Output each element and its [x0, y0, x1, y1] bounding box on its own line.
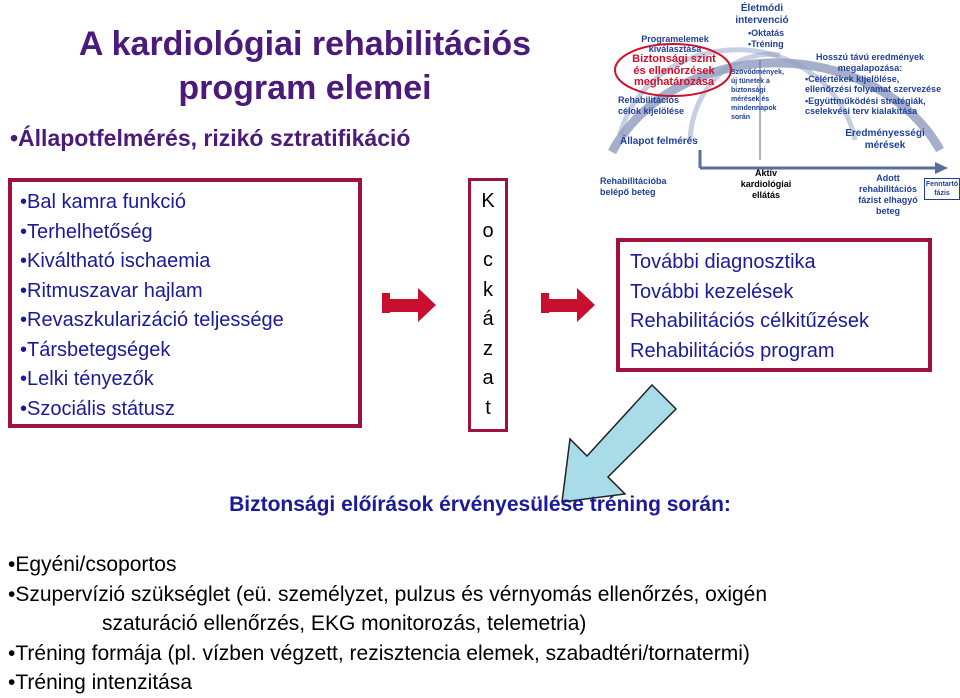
assessment-factors-box: •Bal kamra funkció •Terhelhetőség •Kivál… [8, 178, 362, 428]
next-step-item: További kezelések [630, 280, 794, 303]
arrow-right-icon [382, 288, 436, 322]
next-step-item: Rehabilitációs program [630, 339, 835, 362]
kockazat-letter: á [482, 308, 494, 330]
program-line: Programelemek [641, 34, 709, 44]
program-label: Programelemek kiválasztása [640, 34, 710, 54]
complications-label: Szövődmények, új tünetek a biztonsági mé… [731, 68, 784, 122]
factor-item: •Kiváltható ischaemia [20, 250, 211, 272]
eletmodi-list-item: •Tréning [748, 39, 784, 49]
eletmodi-list: •Oktatás •Tréning [748, 28, 784, 50]
eletmodi-line: Életmódi [740, 3, 784, 14]
factor-item: •Ritmuszavar hajlam [20, 279, 203, 302]
next-step-item: További diagnosztika [630, 251, 816, 273]
long-term-line: megalapozása: [837, 62, 903, 73]
cooperation-label: •Együttműködési stratégiák, cselekvési t… [805, 96, 926, 116]
title-line-2: program elemei [178, 69, 432, 107]
long-term-line: Hosszú távú eredmények [815, 52, 925, 62]
kockazat-box: K o c k á z a t [468, 178, 508, 432]
title-line-1: A kardiológiai rehabilitációs [78, 25, 532, 63]
bullet-row: •Tréning intenzitása [8, 671, 193, 694]
effectiveness-line: Eredményességi [845, 128, 925, 139]
maintenance-phase-label: Fenntartó fázis [924, 178, 960, 200]
maintenance-line: fázis [934, 190, 950, 197]
entering-patient-line: belépő beteg [600, 187, 656, 197]
leaving-patient-line: Adott [876, 173, 900, 183]
factor-item: •Revaszkularizáció teljessége [20, 309, 284, 331]
subtitle: •Állapotfelmérés, rizikó sztratifikáció [10, 125, 411, 151]
entering-patient-line: Rehabilitációba [600, 176, 667, 186]
next-step-item: Rehabilitációs célkitűzések [630, 310, 870, 332]
kockazat-letter: K [481, 190, 495, 212]
targets-label: •Célértékek kijelölése, ellenőrzési foly… [805, 74, 941, 94]
factor-item: •Szociális státusz [20, 397, 175, 420]
factor-item: •Lelki tényezők [20, 368, 154, 390]
bullet-row: •Szupervízió szükséglet (eü. személyzet,… [8, 582, 768, 606]
complications-line: biztonsági [731, 87, 766, 94]
safety-title: Biztonsági előírások érvényesülése tréni… [229, 493, 731, 516]
allapot-label: Állapot felmérés [620, 136, 698, 147]
kockazat-letter: t [485, 396, 491, 419]
safety-level-line: és ellenőrzések [633, 64, 715, 77]
leaving-patient-line: rehabilitációs [858, 184, 918, 194]
entering-patient-label: Rehabilitációba belépő beteg [600, 176, 667, 198]
kockazat-letter: z [483, 337, 493, 360]
long-term-label: Hosszú távú eredmények megalapozása: [815, 52, 925, 73]
kockazat-letter: c [483, 249, 493, 271]
training-bullets: •Egyéni/csoportos •Szupervízió szükségle… [8, 550, 767, 698]
effectiveness-line: mérések [864, 140, 906, 151]
factor-item: •Társbetegségek [20, 338, 171, 361]
complications-line: mindennapok [731, 105, 777, 112]
kockazat-letter: k [483, 278, 493, 301]
eletmodi-line: intervenció [735, 15, 789, 26]
page-title: A kardiológiai rehabilitációs program el… [20, 22, 590, 110]
rehab-goals-line: Rehabilitációs [618, 95, 680, 105]
arrow-right-icon [541, 288, 595, 322]
bullet-row: •Tréning formája (pl. vízben végzett, re… [8, 641, 750, 665]
complications-line: mérések és [731, 96, 770, 103]
cooperation-line: •Együttműködési stratégiák, [805, 96, 926, 106]
complications-line: Szövődmények, [731, 69, 784, 76]
rehab-goals-line: célok kijelölése [618, 105, 685, 116]
kockazat-letter: a [482, 367, 494, 389]
factor-item: •Bal kamra funkció [20, 191, 186, 213]
leaving-patient-line: beteg [875, 206, 900, 216]
targets-line: ellenőrzési folyamat szervezése [805, 84, 942, 94]
eletmodi-list-item: •Oktatás [748, 28, 785, 38]
targets-line: •Célértékek kijelölése, [805, 74, 900, 84]
safety-level-line: Biztonsági szint [632, 53, 716, 65]
effectiveness-label: Eredményességi mérések [840, 128, 930, 152]
leaving-patient-label: Adott rehabilitációs fázist elhagyó bete… [850, 173, 926, 217]
cooperation-line: cselekvési terv kialakítása [805, 106, 918, 116]
safety-level-line: meghatározása [633, 76, 715, 88]
safety-level-label: Biztonsági szint és ellenőrzések meghatá… [624, 53, 724, 89]
leaving-patient-line: fázist elhagyó [858, 195, 918, 205]
active-care-line: Aktív [754, 168, 777, 178]
factor-item: •Terhelhetőség [20, 220, 153, 243]
bullet-row: •Egyéni/csoportos [8, 553, 177, 576]
complications-line: új tünetek a [731, 78, 770, 85]
eletmodi-label: Életmódi intervenció [712, 3, 812, 27]
program-line: kiválasztása [648, 44, 702, 54]
kockazat-letter: o [482, 219, 494, 242]
complications-line: során [731, 114, 751, 121]
bullet-row-continuation: szaturáció ellenőrzés, EKG monitorozás, … [102, 612, 587, 635]
rehab-goals-label: Rehabilitációs célok kijelölése [618, 95, 693, 116]
callout-arrow-icon [561, 383, 678, 503]
next-steps-box: További diagnosztika További kezelések R… [616, 238, 932, 372]
maintenance-line: Fenntartó [925, 181, 959, 188]
active-care-line: ellátás [751, 190, 781, 200]
active-care-line: kardiológiai [740, 179, 792, 189]
active-care-label: Aktív kardiológiai ellátás [736, 168, 796, 201]
